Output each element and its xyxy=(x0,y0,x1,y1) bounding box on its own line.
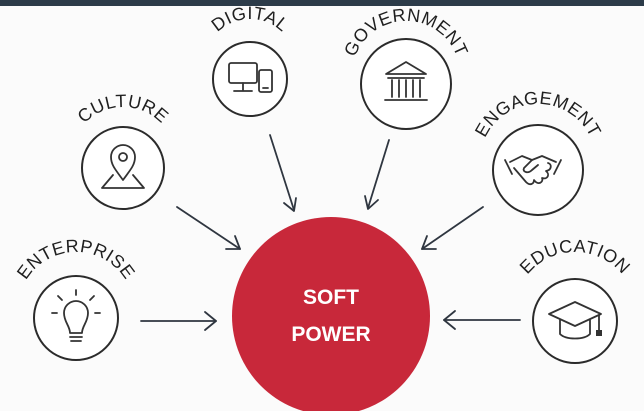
map-pin-icon xyxy=(101,144,145,189)
center-line1: SOFT xyxy=(303,286,359,309)
node-culture-ring xyxy=(81,126,165,210)
node-enterprise: ENTERPRISE xyxy=(13,236,139,361)
arrow-digital xyxy=(269,134,297,212)
arrow-engagement xyxy=(421,206,484,250)
node-education-label: EDUCATION xyxy=(516,236,635,278)
handshake-icon xyxy=(504,155,562,186)
center-circle: SOFT POWER xyxy=(232,217,430,411)
node-culture-label: CULTURE xyxy=(74,91,173,127)
node-government: GOVERNMENT xyxy=(340,5,471,130)
government-building-icon xyxy=(384,61,428,101)
node-culture: CULTURE xyxy=(74,91,173,210)
graduation-cap-icon xyxy=(548,301,602,340)
top-band xyxy=(0,0,644,6)
node-digital: DIGITAL xyxy=(208,3,293,117)
center-line2: POWER xyxy=(291,323,370,346)
node-digital-ring xyxy=(212,41,288,117)
node-digital-label: DIGITAL xyxy=(208,3,293,36)
devices-icon xyxy=(228,62,273,93)
node-engagement: ENGAGEMENT xyxy=(471,88,605,216)
node-enterprise-ring xyxy=(33,275,119,361)
arrow-enterprise xyxy=(140,311,217,331)
arrow-government xyxy=(364,139,390,210)
node-education-ring xyxy=(532,278,618,364)
lightbulb-icon xyxy=(51,289,101,342)
node-engagement-ring xyxy=(492,124,584,216)
node-education: EDUCATION xyxy=(516,236,635,364)
arrow-education xyxy=(443,310,521,330)
arrow-culture xyxy=(176,206,241,250)
